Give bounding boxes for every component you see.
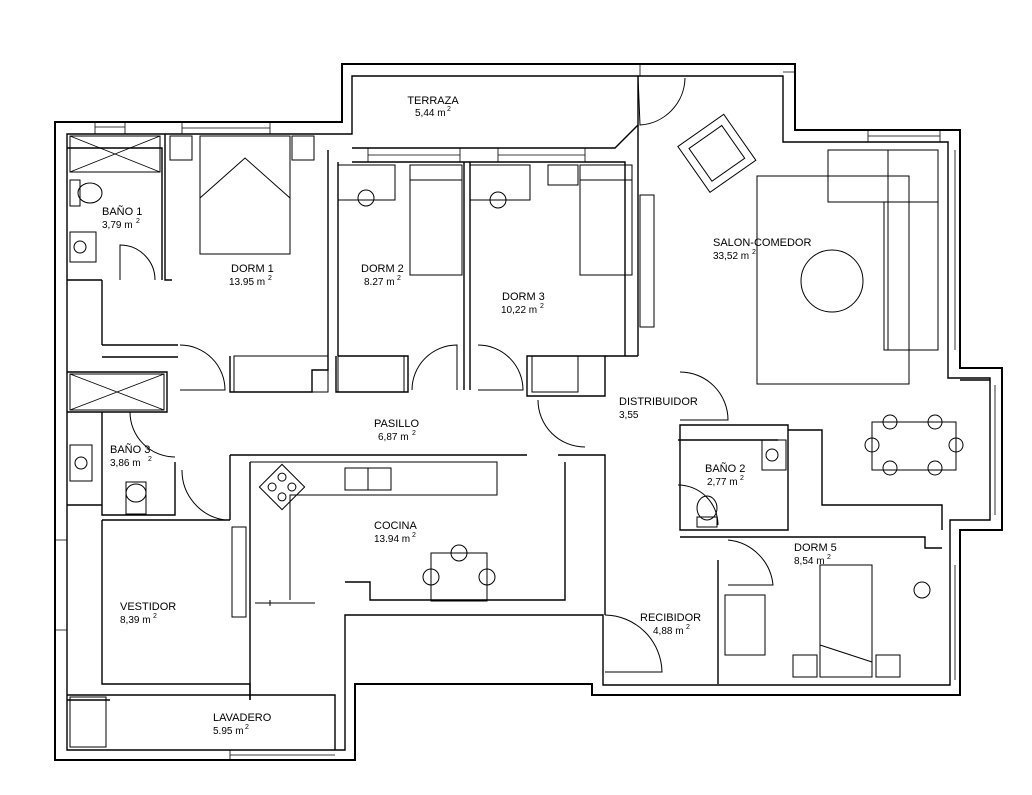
room-name: BAÑO 1 xyxy=(102,205,142,218)
room-dorm3: DORM 3 10,22 m 2 xyxy=(501,291,545,316)
outer-walls xyxy=(54,63,1003,761)
area-unit-superscript: 2 xyxy=(136,218,140,225)
room-name: PASILLO xyxy=(374,418,419,430)
room-name: RECIBIDOR xyxy=(640,612,701,624)
room-area: 4,88 m xyxy=(653,626,684,637)
room-name: DISTRIBUIDOR xyxy=(619,396,698,408)
room-lavadero: LAVADERO 5.95 m 2 xyxy=(213,712,272,737)
room-area: 3,55 xyxy=(619,410,639,421)
room-area: 3,79 m xyxy=(102,220,133,231)
area-unit-superscript: 2 xyxy=(148,456,152,463)
room-name: DORM 5 xyxy=(794,542,837,554)
room-area: 3,86 m xyxy=(110,458,141,469)
room-name: VESTIDOR xyxy=(120,601,176,613)
area-unit-superscript: 2 xyxy=(268,275,272,282)
room-dorm1: DORM 1 13.95 m 2 xyxy=(229,263,274,288)
area-unit-superscript: 2 xyxy=(740,475,744,482)
room-salon-comedor: SALON-COMEDOR 33,52 m 2 xyxy=(713,237,811,262)
room-name: BAÑO 3 xyxy=(110,443,150,456)
room-area: 2,77 m xyxy=(707,477,738,488)
room-dorm5: DORM 5 8,54 m 2 xyxy=(794,542,837,567)
room-area: 6,87 m xyxy=(378,432,409,443)
room-pasillo: PASILLO 6,87 m 2 xyxy=(374,418,419,443)
room-name: DORM 1 xyxy=(231,263,274,275)
area-unit-superscript: 2 xyxy=(752,249,756,256)
room-labels: TERRAZA 5,44 m 2 BAÑO 1 3,79 m 2 DORM 1 … xyxy=(102,95,837,737)
fixtures xyxy=(69,113,964,748)
room-area: 8,54 m xyxy=(794,556,825,567)
room-name: TERRAZA xyxy=(407,95,459,107)
interior-walls xyxy=(67,76,990,750)
room-area: 5.95 m xyxy=(213,726,244,737)
room-bano3: BAÑO 3 3,86 m 2 xyxy=(110,443,152,469)
room-bano1: BAÑO 1 3,79 m 2 xyxy=(102,205,142,231)
area-unit-superscript: 2 xyxy=(412,532,416,539)
room-name: COCINA xyxy=(374,520,417,532)
area-unit-superscript: 2 xyxy=(686,624,690,631)
room-bano2: BAÑO 2 2,77 m 2 xyxy=(705,462,745,488)
area-unit-superscript: 2 xyxy=(245,724,249,731)
room-name: BAÑO 2 xyxy=(705,462,745,475)
room-distribuidor: DISTRIBUIDOR 3,55 xyxy=(619,396,698,421)
room-terraza: TERRAZA 5,44 m 2 xyxy=(407,95,459,119)
area-unit-superscript: 2 xyxy=(827,554,831,561)
room-cocina: COCINA 13.94 m 2 xyxy=(374,520,417,545)
room-area: 8,39 m xyxy=(120,615,151,626)
windows xyxy=(55,64,996,760)
room-area: 10,22 m xyxy=(501,305,537,316)
room-area: 13.95 m xyxy=(229,277,265,288)
room-vestidor: VESTIDOR 8,39 m 2 xyxy=(120,601,176,626)
room-recibidor: RECIBIDOR 4,88 m 2 xyxy=(640,612,701,637)
room-name: SALON-COMEDOR xyxy=(713,237,811,249)
area-unit-superscript: 2 xyxy=(153,613,157,620)
room-name: LAVADERO xyxy=(213,712,272,724)
room-area: 5,44 m xyxy=(415,108,446,119)
room-name: DORM 3 xyxy=(502,291,545,303)
room-area: 8.27 m xyxy=(364,277,395,288)
area-unit-superscript: 2 xyxy=(540,303,544,310)
room-dorm2: DORM 2 8.27 m 2 xyxy=(361,263,404,288)
area-unit-superscript: 2 xyxy=(412,430,416,437)
doors xyxy=(119,75,774,673)
room-area: 33,52 m xyxy=(713,251,749,262)
room-name: DORM 2 xyxy=(361,263,404,275)
room-area: 13.94 m xyxy=(374,534,410,545)
area-unit-superscript: 2 xyxy=(447,106,451,113)
area-unit-superscript: 2 xyxy=(397,275,401,282)
